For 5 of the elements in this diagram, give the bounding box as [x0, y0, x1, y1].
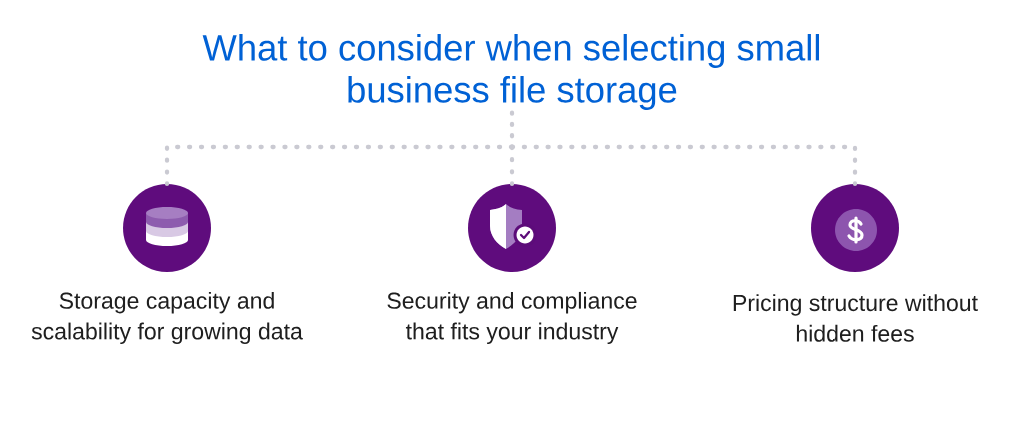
node-label: Pricing structure without hidden fees [733, 294, 978, 342]
heading: What to consider when selecting small business file storage [202, 34, 819, 110]
node-label: Storage capacity and scalability for growing data [31, 291, 303, 345]
node-label: Security and compliance that fits your industry [387, 291, 637, 345]
dotted-connector [509, 144, 858, 187]
